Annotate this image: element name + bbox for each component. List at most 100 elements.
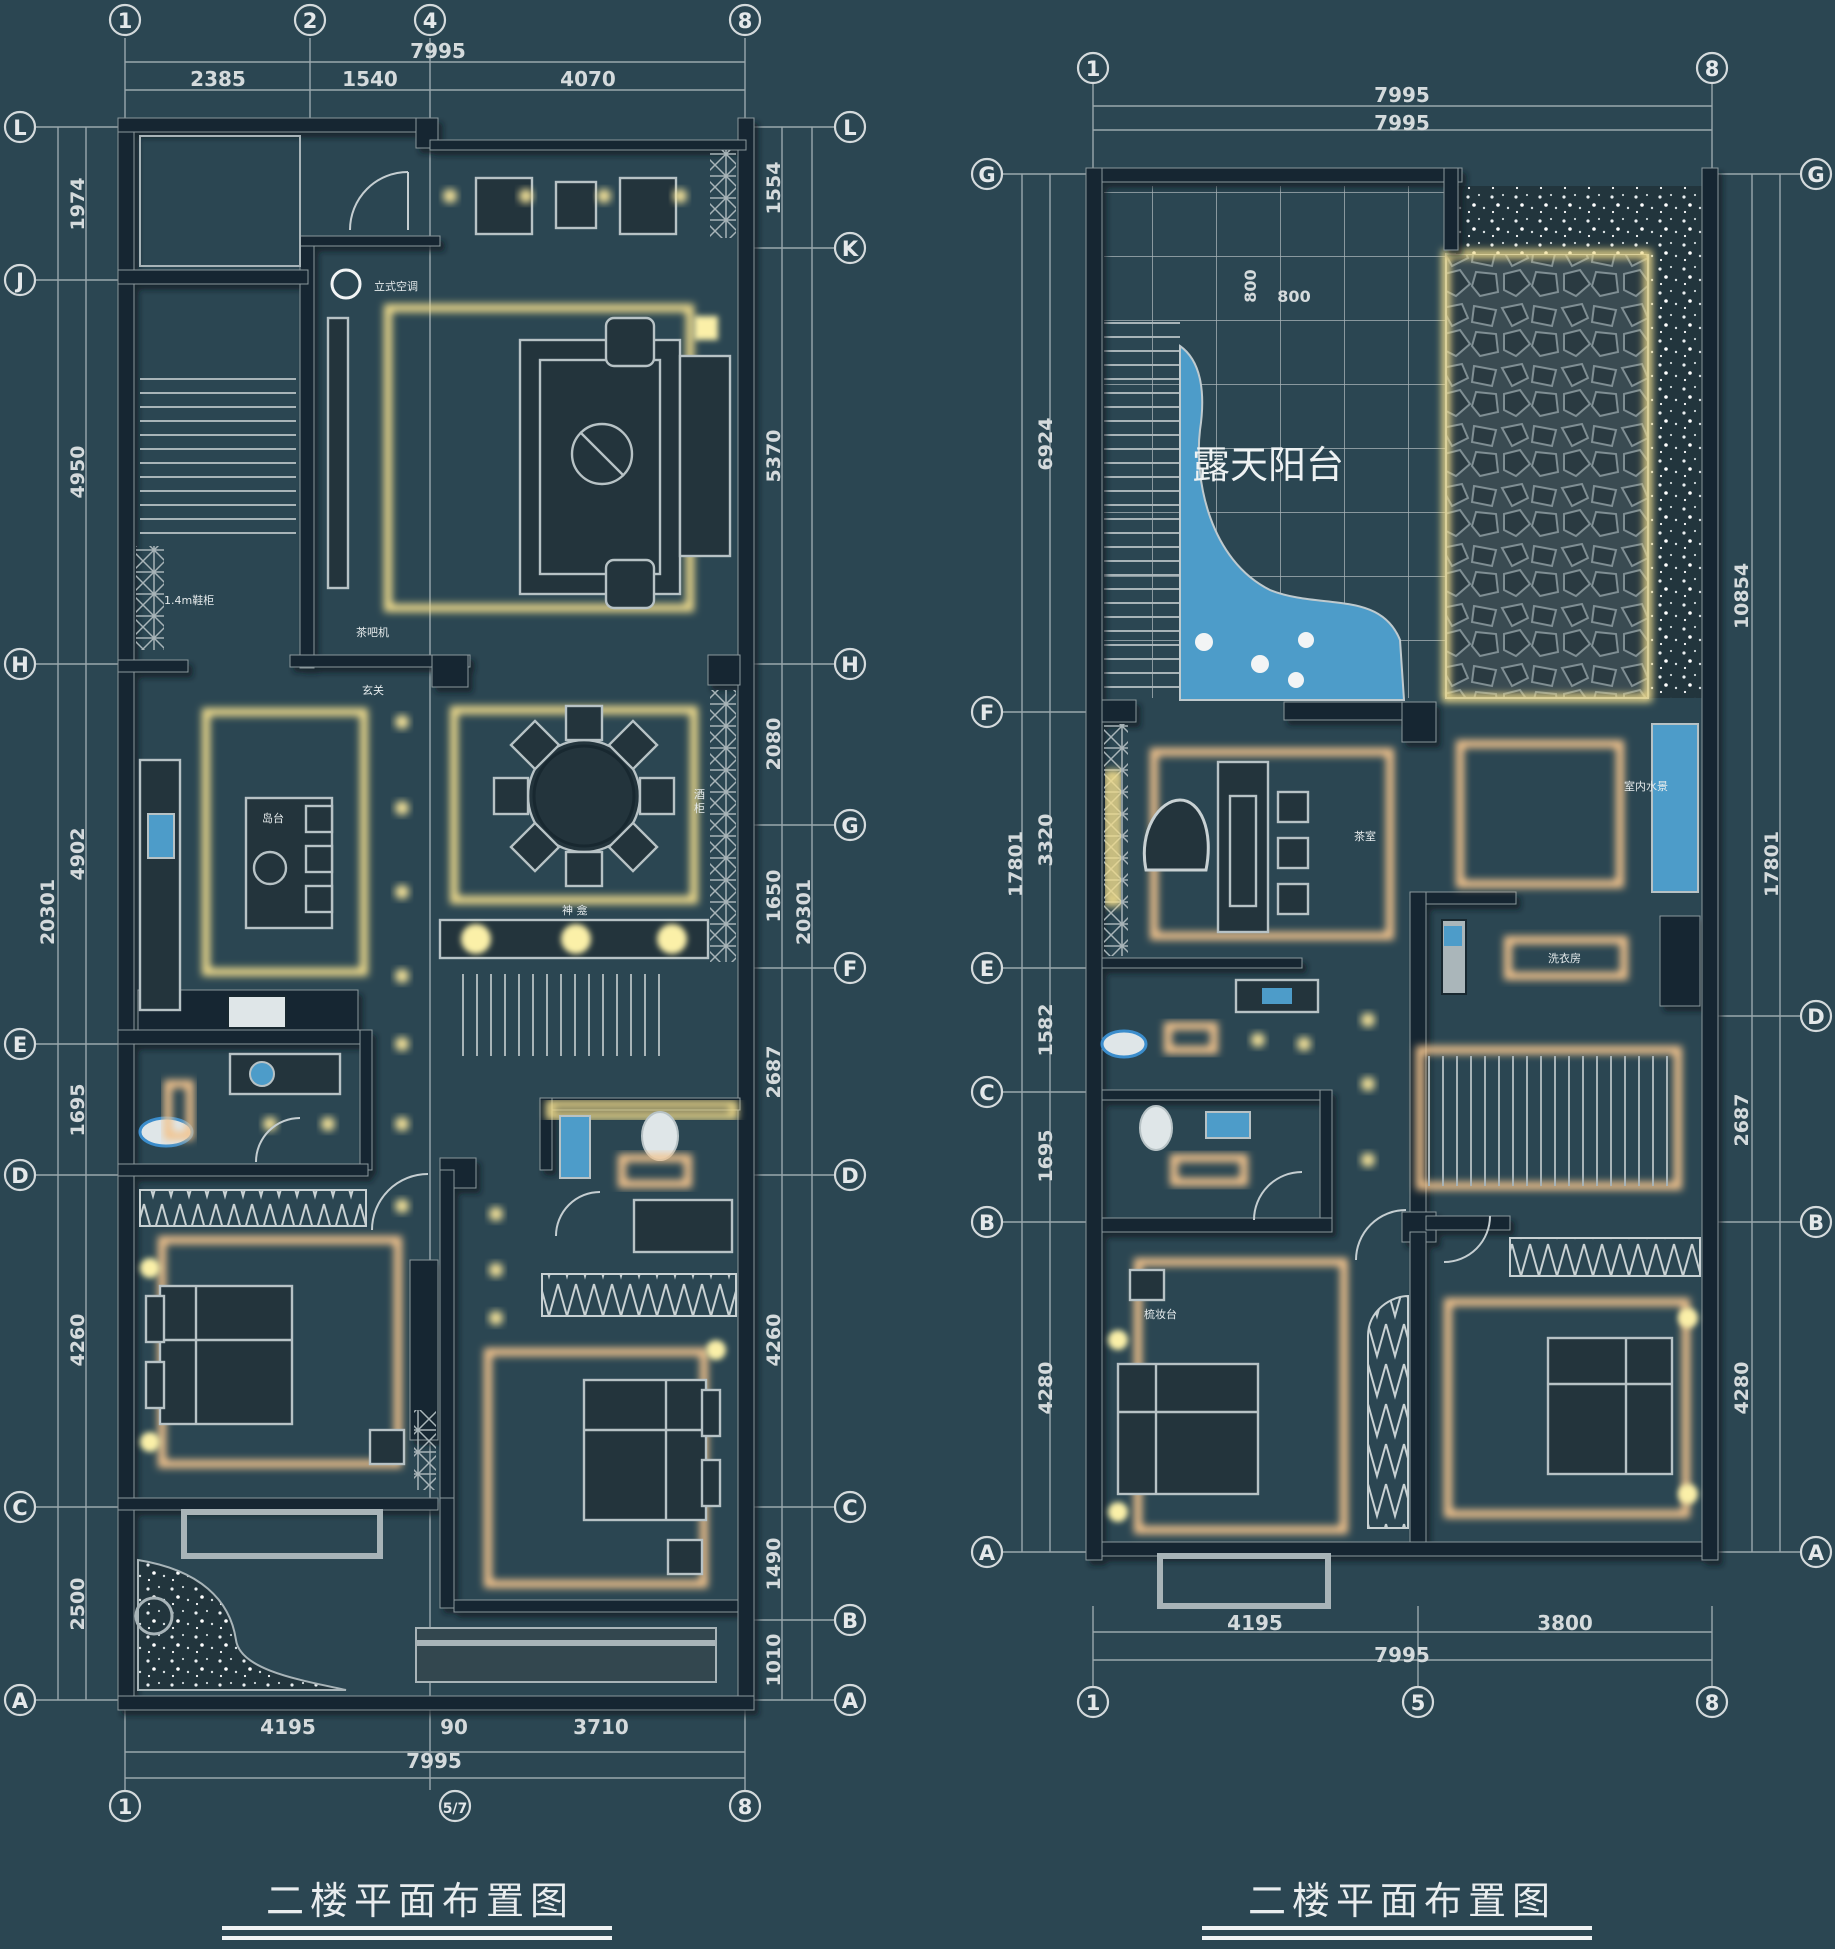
vanity-label: 梳妆台 [1144,1307,1177,1321]
axis-top-1: 1 [118,9,133,33]
side-table [554,180,598,230]
axis-bottom-1: 1 [1086,1691,1101,1715]
axis-bottom-2: 5/7 [443,1801,468,1817]
corridor-downlights [263,189,687,1325]
water-feature [1179,344,1406,701]
entry-label: 玄关 [362,683,384,697]
dim-right-1: 10854 [1731,563,1753,629]
right-plan-title: 二楼平面布置图 [1248,1879,1556,1923]
wardrobe [1509,1237,1701,1277]
bath-light [546,1100,738,1120]
left-axis-bubbles-top: 1 2 4 8 [108,3,762,37]
axis-right-B: B [1808,1211,1824,1235]
bed [1546,1336,1674,1476]
dim-left-total: 20301 [37,879,59,945]
dim-left-2: 3320 [1035,814,1057,867]
dining-chair [509,821,561,873]
axis-top-8: 8 [1705,57,1720,81]
titles: 二楼平面布置图 二楼平面布置图 [222,1879,1592,1940]
ac-label: 立式空调 [374,279,418,293]
wine-cabinet-label-b: 柜 [694,802,705,815]
left-walls [117,117,755,1711]
left-axis-bubbles-right: L K H G F D C B A [833,110,867,1717]
right-axis-bubbles: 1 8 1 5 8 G F E C B A G D B A [970,51,1833,1719]
axis-bottom-5: 5 [1411,1691,1426,1715]
axis-top-2: 2 [303,9,318,33]
balcony-outline [139,135,301,267]
indoor-water-label: 室内水景 [1624,779,1668,793]
dining-chair [607,821,659,873]
dim-left-5: 4280 [1035,1362,1057,1415]
stool [304,844,334,874]
kitchen-light-strip [202,708,368,976]
tile-dim-v: 800 [1241,269,1260,302]
right-dimension-lines [1000,82,1800,1690]
bath-glow [1164,1022,1218,1054]
dim-bottom-2: 3800 [1537,1611,1593,1635]
shoe-cabinet [136,546,164,650]
dining-chair [509,719,561,771]
dim-right-2: 2687 [1731,1094,1753,1147]
dim-bottom-total: 7995 [406,1749,462,1773]
axis-right-G: G [841,814,858,838]
dim-right-7: 1490 [763,1538,785,1591]
axis-top-3: 4 [423,9,438,33]
chair [618,176,678,236]
tea-room-label: 茶室 [1354,829,1376,843]
dim-top-total: 7995 [410,39,466,63]
tea-room: 茶室 室内水景 [1104,723,1699,956]
dim-bottom-2: 90 [440,1715,468,1739]
pebble-border [1456,186,1702,698]
bay-window [1157,1553,1331,1609]
dining-chair [564,704,604,742]
walk-in-closet [1367,1294,1409,1529]
dim-right-2: 5370 [763,430,785,483]
garden-wheel [134,1596,174,1636]
axis-bottom-1: 1 [118,1795,133,1819]
axis-bottom-3: 8 [738,1795,753,1819]
dim-right-3: 4280 [1731,1362,1753,1415]
dim-left-total: 17801 [1005,831,1027,897]
axis-top-4: 8 [738,9,753,33]
bench-planter [415,1627,717,1683]
axis-left-A: A [979,1541,996,1565]
stool [304,804,334,834]
master-bathroom [546,1100,738,1254]
axis-right-C: C [842,1496,857,1520]
axis-left-L: L [13,116,26,140]
laundry-bath: 洗衣房 [1100,919,1682,1221]
dim-right-total: 20301 [793,879,815,945]
right-floor-plan: 7995 7995 4195 3800 7995 6924 3320 1582 … [970,51,1833,1719]
bedroom-cabinet [414,1410,436,1490]
tile-dim-h: 800 [1277,287,1310,306]
island-label: 岛台 [262,811,284,825]
toilet-icon [641,1111,679,1161]
axis-right-F: F [843,957,857,981]
tea-stool [1276,790,1310,824]
bay-window [181,1509,383,1559]
dim-top-1: 2385 [190,67,246,91]
dim-left-1: 6924 [1035,418,1057,471]
dining-chair [564,850,604,888]
vanity-stool [1128,1268,1166,1302]
axis-right-K: K [842,237,859,261]
bath-mat-glow [1170,1154,1248,1186]
island-sink [252,850,288,886]
right-staircase [1424,1056,1674,1186]
dim-bottom-1: 4195 [1227,1611,1283,1635]
terrace-label: 露天阳台 [1192,443,1344,487]
axis-bottom-8: 8 [1705,1691,1720,1715]
dim-right-3: 2080 [763,718,785,771]
axis-left-C: C [12,1496,27,1520]
shower-tray [559,1115,591,1179]
armchair [604,316,656,368]
axis-right-D: D [1807,1005,1824,1029]
bed [158,1284,294,1426]
kitchen-dining: 岛台 酒 柜 神 龛 [138,690,736,1056]
left-dimension-lines [36,38,834,1790]
shoe-cabinet-label: 1.4m鞋柜 [164,593,214,607]
axis-right-B: B [842,1609,858,1633]
axis-left-B: B [979,1211,995,1235]
tv-cabinet [678,354,732,558]
wine-rack [710,150,736,238]
